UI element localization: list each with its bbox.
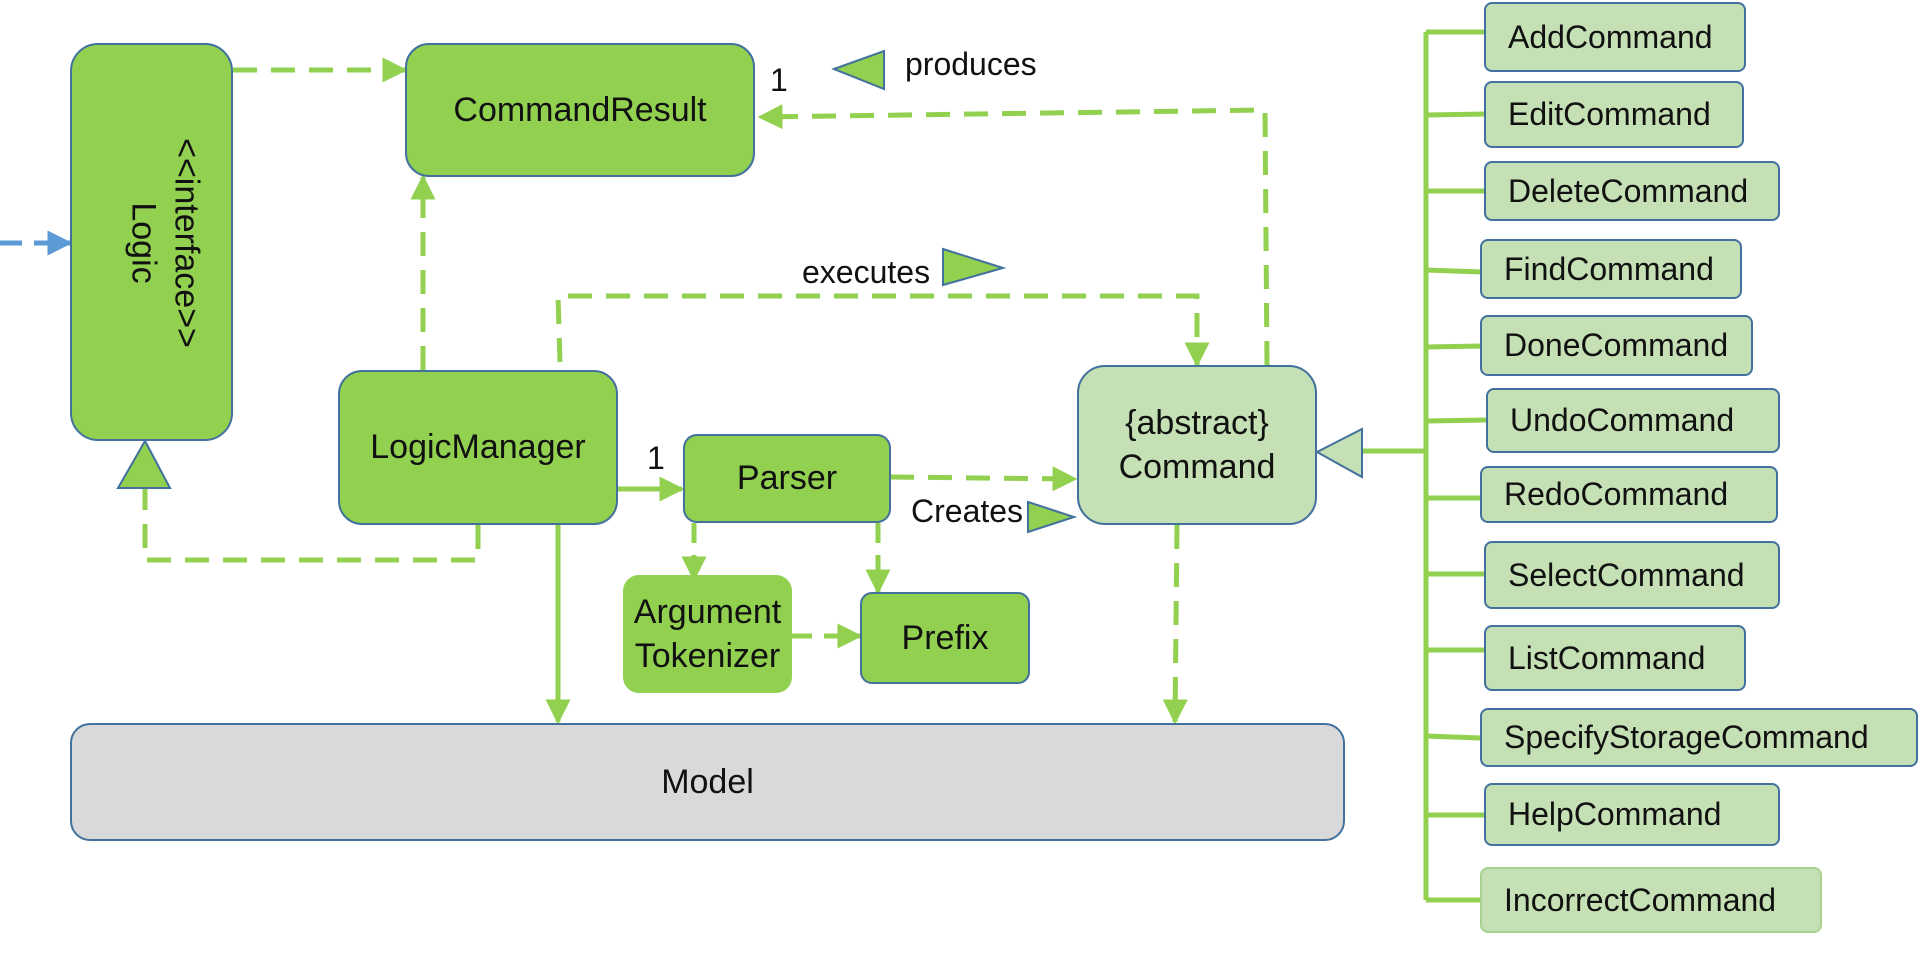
realization-triangle	[116, 438, 172, 489]
inheritance-triangle	[1314, 427, 1363, 479]
command-subclass: HelpCommand	[1484, 783, 1780, 846]
parser-multiplicity: 1	[647, 440, 665, 476]
logic-interface-box	[70, 43, 233, 441]
produces-label: produces	[905, 46, 1037, 82]
parser-label: Parser	[736, 459, 838, 498]
abstract-command-name: Command	[1118, 448, 1276, 486]
command-subclass: DeleteCommand	[1484, 161, 1780, 221]
command-subclass: ListCommand	[1484, 625, 1746, 691]
realization-line	[142, 488, 481, 563]
abstract-command-box: {abstract} Command	[1077, 365, 1317, 525]
command-subclass: FindCommand	[1480, 239, 1742, 299]
executes-direction-icon	[942, 247, 1007, 287]
commandresult-label: CommandResult	[453, 90, 707, 129]
argumenttokenizer-box: Argument Tokenizer	[623, 575, 792, 693]
command-subclass: SpecifyStorageCommand	[1480, 708, 1918, 767]
executes-label: executes	[802, 254, 931, 290]
prefix-box: Prefix	[860, 592, 1030, 684]
creates-label: Creates	[911, 493, 1024, 529]
logicmanager-label: LogicManager	[370, 428, 586, 467]
produces-arrow	[757, 104, 1270, 366]
creates-arrow	[889, 466, 1078, 492]
creates-direction-icon	[1027, 500, 1078, 534]
argumenttokenizer-line2: Tokenizer	[634, 637, 781, 675]
interface-stereotype: <<interface>>	[167, 138, 206, 348]
argumenttokenizer-line1: Argument	[633, 592, 782, 631]
produces-direction-icon	[831, 49, 885, 91]
abstract-command-stereotype: {abstract}	[1125, 403, 1269, 442]
commandresult-multiplicity: 1	[770, 62, 788, 98]
commandresult-box: CommandResult	[405, 43, 755, 177]
command-subclass: IncorrectCommand	[1480, 867, 1822, 933]
command-subclass: EditCommand	[1484, 81, 1744, 148]
model-box: Model	[70, 723, 1345, 841]
command-subclass: RedoCommand	[1480, 466, 1778, 523]
command-subclass: DoneCommand	[1480, 315, 1753, 376]
model-label: Model	[661, 762, 754, 801]
interface-name: Logic	[125, 202, 163, 284]
command-subclass: SelectCommand	[1484, 541, 1780, 609]
parser-box: Parser	[683, 434, 891, 523]
command-to-model-arrow	[1162, 524, 1188, 725]
prefix-label: Prefix	[901, 618, 989, 657]
command-subclass: UndoCommand	[1486, 388, 1780, 453]
inheritance-branches	[1425, 29, 1487, 903]
executes-arrow	[555, 293, 1210, 368]
command-subclass: AddCommand	[1484, 2, 1746, 72]
logicmanager-box: LogicManager	[338, 370, 618, 525]
